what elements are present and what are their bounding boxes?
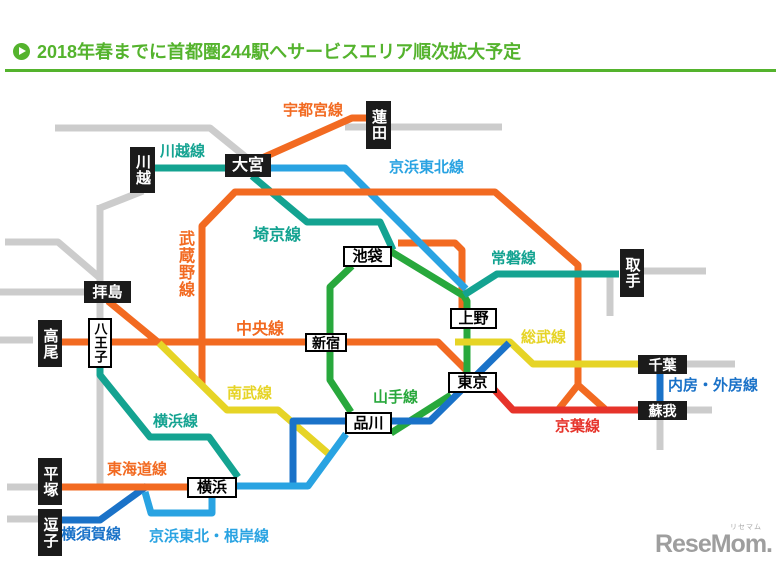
line-musashino: [198, 188, 582, 386]
line-musashino-delta-east: [575, 382, 609, 413]
line-yokohama: [96, 367, 241, 480]
station-omiya: 大宮: [225, 154, 271, 177]
label-saikyo-line: 埼京線: [253, 227, 302, 244]
label-keihintohoku-line: 京浜東北線: [389, 159, 465, 176]
label-utsunomiya-line: 宇都宮線: [283, 102, 344, 119]
label-nambu-line: 南武線: [227, 385, 273, 402]
station-toride: 取手: [620, 249, 644, 297]
label-tokaido-line: 東海道線: [107, 461, 168, 478]
line-musashino-delta-west: [555, 382, 581, 413]
header-divider: [5, 69, 776, 72]
line-keihintohoku-north: [271, 164, 469, 292]
line-ome-haijima: [105, 298, 162, 346]
line-saikyo: [249, 173, 397, 252]
station-ikebukuro: 池袋: [343, 246, 392, 267]
label-uchibo-sotobo-line: 内房・外房線: [668, 377, 759, 394]
station-hasuda: 蓮田: [366, 101, 391, 149]
station-tokyo: 東京: [448, 372, 497, 393]
line-utsunomiya-ueno: [398, 239, 466, 310]
page-title: 2018年春までに首都圏244駅へサービスエリア順次拡大予定: [37, 42, 522, 62]
logo-text: ReseMom.: [654, 530, 773, 558]
label-joban-line: 常磐線: [491, 250, 537, 267]
play-icon: [13, 42, 30, 60]
station-shinagawa: 品川: [345, 412, 392, 434]
station-ueno: 上野: [450, 308, 497, 329]
station-takao: 高尾: [38, 320, 62, 367]
station-haijima: 拝島: [84, 281, 131, 303]
line-keiyo: [488, 383, 640, 414]
header: 2018年春までに首都圏244駅へサービスエリア順次拡大予定: [0, 0, 781, 80]
logo-furigana: リセマム: [730, 524, 762, 531]
label-yokohama-line: 横浜線: [153, 413, 199, 430]
label-yokosuka-line: 横須賀線: [61, 526, 122, 543]
station-kawagoe: 川越: [130, 147, 155, 193]
line-utsunomiya: [251, 114, 367, 166]
line-negishi-loop: [141, 491, 216, 517]
station-shinjuku: 新宿: [305, 333, 347, 352]
line-yokosuka-west: [62, 483, 150, 524]
label-kawagoe-line: 川越線: [160, 143, 206, 160]
label-sobu-line: 総武線: [521, 329, 567, 346]
other-line-west-1: [5, 238, 103, 281]
resemom-logo: リセマム ReseMom.: [648, 524, 773, 558]
station-hiratsuka: 平塚: [38, 458, 62, 505]
label-musashino-line: 武蔵野線: [176, 230, 193, 298]
station-yokohama: 横浜: [187, 477, 237, 498]
line-yamanote-south: [389, 392, 453, 436]
line-keihintohoku-south: [237, 431, 349, 490]
station-chiba: 千葉: [638, 355, 687, 374]
label-keihintohoku-negishi-line: 京浜東北・根岸線: [149, 528, 270, 545]
line-sobu: [455, 338, 638, 368]
label-chuo-line: 中央線: [236, 321, 285, 338]
station-zushi: 逗子: [38, 509, 62, 556]
line-joban: [462, 270, 619, 298]
other-line-kawagoe-branch: [98, 187, 145, 212]
station-soga: 蘇我: [638, 401, 687, 420]
label-keiyo-line: 京葉線: [555, 418, 601, 435]
station-hachioji: 八王子: [88, 318, 112, 368]
line-chuo: [62, 338, 470, 374]
other-line-omiya-west: [55, 124, 250, 161]
line-nambu: [156, 340, 333, 458]
label-yamanote-line: 山手線: [373, 389, 419, 406]
line-yamanote-northeast: [388, 248, 471, 372]
